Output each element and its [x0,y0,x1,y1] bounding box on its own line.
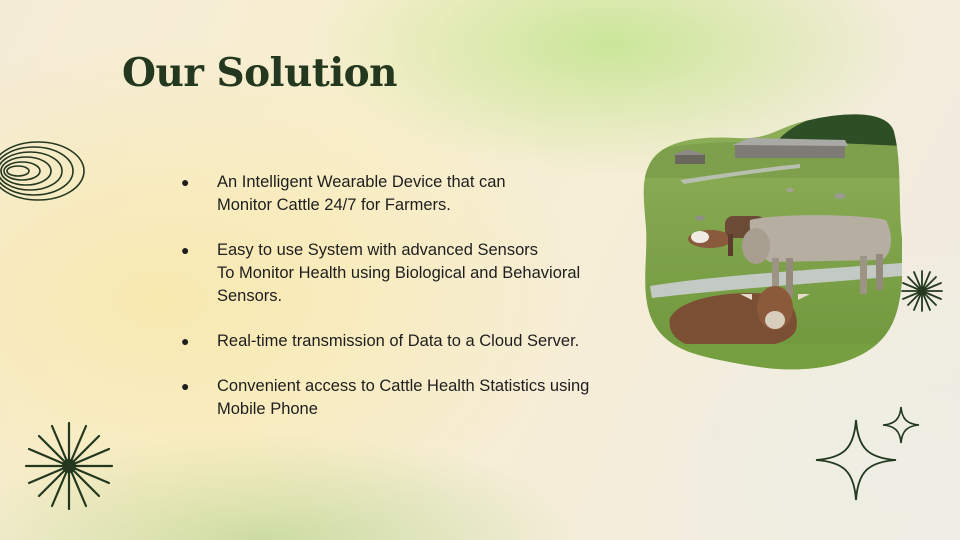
bullet-text: Sensors. [217,287,283,305]
bullet-dot: ● [181,174,190,190]
bullet-item: ● Convenient access to Cattle Health Sta… [181,375,641,421]
bullet-text: Real-time transmission of Data to a Clou… [217,332,580,350]
bullet-text: An Intelligent Wearable Device that can [217,173,506,191]
concentric-ellipses-icon [0,141,85,201]
slide-title: Our Solution [122,50,398,96]
bullet-text: Mobile Phone [217,400,318,418]
bullet-text: To Monitor Health using Biological and B… [217,264,581,282]
bullet-dot: ● [181,242,190,258]
four-point-star-icon [815,419,897,501]
bullet-dot: ● [181,333,190,349]
starburst-icon [901,270,943,312]
bullet-dot: ● [181,378,190,394]
bullet-list: ● An Intelligent Wearable Device that ca… [181,171,641,443]
cattle-photo [643,114,902,370]
bullet-item: ● Real-time transmission of Data to a Cl… [181,330,641,353]
four-point-star-icon [882,406,920,444]
starburst-icon [24,421,114,511]
bullet-text: Easy to use System with advanced Sensors [217,241,538,259]
bullet-text: Monitor Cattle 24/7 for Farmers. [217,196,451,214]
bullet-item: ● Easy to use System with advanced Senso… [181,239,641,308]
bullet-text: Convenient access to Cattle Health Stati… [217,377,590,395]
bullet-item: ● An Intelligent Wearable Device that ca… [181,171,641,217]
